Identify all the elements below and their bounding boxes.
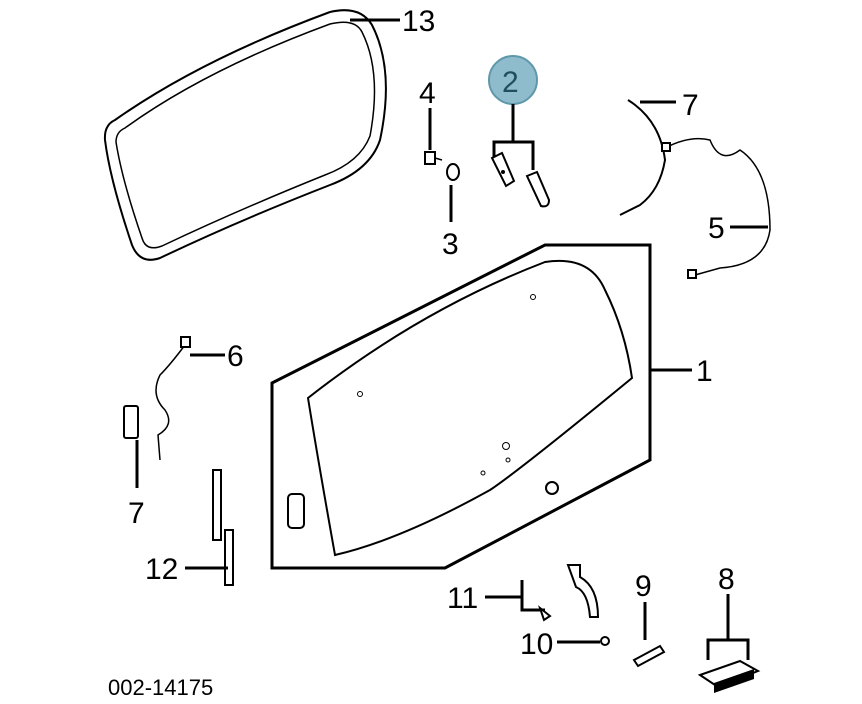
part-12-gas-strut[interactable] bbox=[185, 469, 234, 586]
callout-2: 2 bbox=[502, 66, 519, 99]
part-10-clip[interactable] bbox=[557, 636, 610, 646]
callout-1: 1 bbox=[696, 355, 713, 388]
callout-7-lower: 7 bbox=[128, 497, 145, 530]
part-13-weatherstrip[interactable] bbox=[103, 9, 400, 261]
callout-4: 4 bbox=[419, 77, 436, 110]
part-7-strut-upper[interactable] bbox=[619, 99, 676, 216]
part-6-wiring-harness[interactable] bbox=[155, 336, 225, 461]
part-9-latch[interactable] bbox=[632, 602, 666, 668]
part-11-bracket[interactable] bbox=[485, 564, 600, 622]
callout-7-upper: 7 bbox=[682, 89, 699, 122]
part-4-bolt[interactable] bbox=[424, 108, 443, 165]
callout-5: 5 bbox=[708, 212, 725, 245]
part-1-back-glass[interactable] bbox=[270, 243, 692, 570]
callout-3: 3 bbox=[442, 228, 459, 261]
part-7-bracket-lower[interactable] bbox=[123, 405, 139, 488]
callout-10: 10 bbox=[520, 628, 553, 661]
callout-11: 11 bbox=[447, 582, 478, 615]
callout-12: 12 bbox=[145, 553, 178, 586]
part-2-hinges[interactable]: 2 bbox=[488, 55, 551, 208]
callout-9: 9 bbox=[635, 570, 652, 603]
part-8-bumper-pad[interactable] bbox=[697, 594, 761, 693]
part-3-grommet[interactable] bbox=[446, 163, 460, 222]
callout-6: 6 bbox=[227, 340, 244, 373]
callout-13: 13 bbox=[402, 5, 435, 38]
callout-8: 8 bbox=[718, 563, 735, 596]
figure-code: 002-14175 bbox=[108, 675, 213, 700]
part-5-wiring-harness[interactable] bbox=[661, 137, 771, 279]
